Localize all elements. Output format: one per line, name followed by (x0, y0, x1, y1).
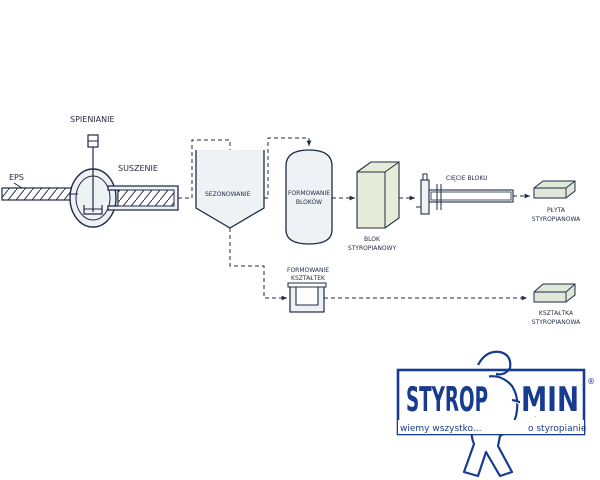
shape-product (533, 283, 576, 303)
dryer (107, 185, 179, 211)
ksztaltka-label-2: STYROPIANOWA (532, 319, 581, 326)
flow-silo-to-mould (264, 137, 312, 199)
logo-registered: ® (587, 377, 595, 386)
eps-label: EPS (9, 173, 24, 182)
logo-right-panel (520, 374, 580, 416)
logo-tagline-left: wiemy wszystko... (400, 424, 482, 434)
silo (195, 150, 265, 229)
formowanie-blokow-label-2: BLOKÓW (296, 199, 322, 206)
logo-left-panel (404, 374, 489, 416)
formowanie-blokow-label-1: FORMOWANIE (288, 190, 330, 197)
agitator-motor (87, 134, 99, 168)
spienianie-label: SPIENIANIE (70, 115, 115, 124)
board-product (533, 180, 576, 199)
plyta-label-2: STYROPIANOWA (532, 216, 581, 223)
cutting-line (416, 173, 514, 215)
shape-mould (287, 282, 327, 313)
styropmin-logo: STYROP MIN ® wiemy wszystko... o styropi… (396, 350, 595, 478)
eps-feeder (1, 187, 75, 201)
formowanie-ksztaltek-label-2: KSZTAŁTEK (291, 275, 326, 282)
blok-label-1: BLOK (364, 236, 381, 243)
logo-tagline-band (398, 420, 584, 434)
styrofoam-block (356, 161, 400, 229)
blok-label-2: STYROPIANOWY (348, 245, 397, 252)
logo-word-right: MIN (521, 380, 579, 420)
flow-dryer-to-silo (178, 139, 233, 199)
ciecie-label: CIĘCIE BLOKU (446, 175, 488, 182)
formowanie-ksztaltek-label-1: FORMOWANIE (287, 267, 329, 274)
logo-word-left: STYROP (406, 380, 488, 420)
block-mould (285, 149, 333, 245)
pre-expander-vessel (69, 168, 117, 228)
logo-tagline-right: o styropianie (528, 424, 587, 434)
sezonowanie-label: SEZONOWANIE (205, 191, 251, 198)
suszenie-label: SUSZENIE (118, 164, 158, 173)
eps-pointer (13, 182, 23, 189)
flow-silo-to-shape-mould (229, 228, 287, 301)
ksztaltka-label-1: KSZTAŁTKA (539, 310, 574, 317)
plyta-label-1: PŁYTA (547, 207, 566, 214)
